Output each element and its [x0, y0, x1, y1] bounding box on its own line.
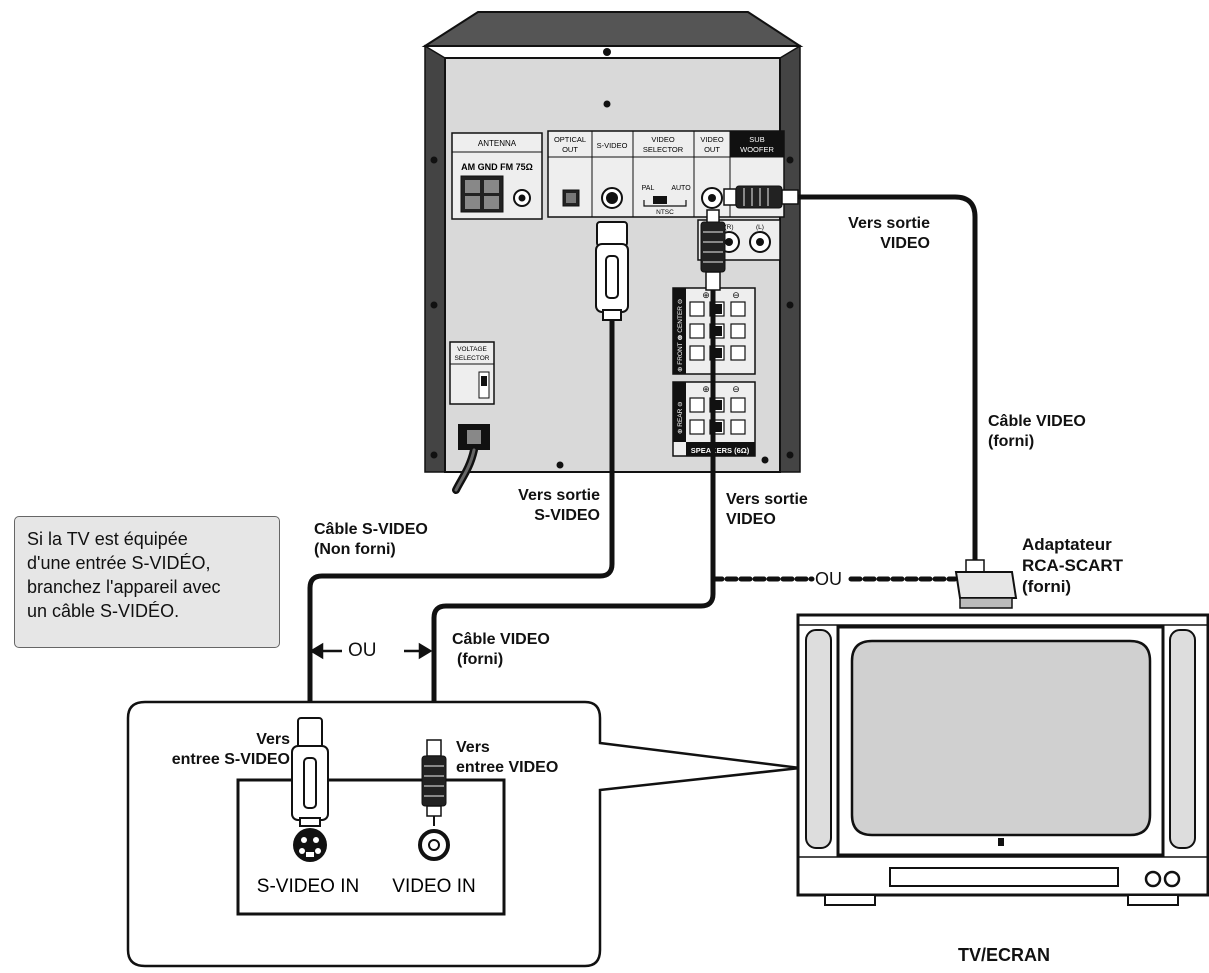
video-out-line1: VIDEO [700, 135, 724, 144]
label-cable-svideo: Câble S-VIDEO (Non forni) [314, 521, 428, 558]
channel-r-label: (R) [724, 224, 733, 231]
optical-out-line2: OUT [562, 145, 578, 154]
plugs [595, 185, 1018, 609]
antenna-title: ANTENNA [478, 139, 517, 148]
rear-label: ⊕ REAR ⊖ [677, 401, 684, 434]
video-out-line2: OUT [704, 145, 720, 154]
plus-symbol-top: ⊕ [702, 290, 710, 300]
tv-set [796, 613, 1209, 906]
label-vers-entree-svideo: Vers entree S-VIDEO [171, 731, 290, 768]
label-vers-sortie-svideo: Vers sortie S-VIDEO [518, 487, 600, 524]
selector-ntsc-label: NTSC [656, 209, 674, 216]
label-cable-video-mid: Câble VIDEO (forni) [452, 631, 550, 668]
cables [307, 194, 978, 743]
note-line-4: un câble S-VIDÉO. [27, 601, 180, 621]
power-cord [452, 424, 490, 494]
video-selector-line2: SELECTOR [643, 145, 684, 154]
video-selector-line1: VIDEO [651, 135, 675, 144]
optical-out-line1: OPTICAL [554, 135, 586, 144]
front-label: ⊕ FRONT ⊖ [677, 335, 684, 372]
note-line-1: Si la TV est équipée [27, 529, 188, 549]
selector-pal-label: PAL [642, 185, 655, 192]
plus-symbol-rear: ⊕ [702, 384, 710, 394]
s-video-in-label: S-VIDEO IN [257, 876, 359, 897]
rca-scart-adapter [954, 559, 1018, 609]
sub-woofer-line1: SUB [749, 135, 764, 144]
voltage-selector-line1: VOLTAGE [457, 346, 487, 353]
ou-arrows [309, 642, 433, 660]
label-ou-dashed: OU [815, 569, 842, 589]
label-vers-sortie-video-top: Vers sortie VIDEO [848, 215, 930, 252]
selector-auto-label: AUTO [671, 185, 691, 192]
label-vers-entree-video: Vers entree VIDEO [456, 739, 559, 776]
antenna-terminals-label: AM GND FM 75Ω [461, 162, 533, 172]
channel-l-label: (L) [756, 224, 764, 231]
minus-symbol-top: ⊖ [732, 290, 740, 300]
sub-woofer-line2: WOOFER [740, 145, 774, 154]
info-note: Si la TV est équipée d'une entrée S-VIDÉ… [14, 516, 280, 648]
voltage-selector-line2: SELECTOR [455, 355, 490, 362]
label-vers-sortie-video-mid: Vers sortie VIDEO [726, 491, 808, 528]
minus-symbol-rear: ⊖ [732, 384, 740, 394]
note-line-2: d'une entrée S-VIDÉO, [27, 553, 211, 573]
note-line-3: branchez l'appareil avec [27, 577, 221, 597]
label-adapter: Adaptateur RCA-SCART (forni) [1022, 535, 1124, 596]
center-label: ⊕ CENTER ⊖ [677, 298, 684, 340]
antenna-panel: ANTENNA AM GND FM 75Ω [451, 132, 543, 220]
voltage-selector: VOLTAGE SELECTOR [449, 341, 495, 405]
tv-input-callout: S-VIDEO IN VIDEO IN [126, 700, 801, 968]
s-video-port-label: S-VIDEO [597, 141, 628, 150]
label-ou-arrows: OU [348, 640, 377, 661]
video-in-label: VIDEO IN [392, 876, 475, 897]
label-tv-ecran: TV/ECRAN [958, 945, 1051, 965]
speakers-label: SPEAKERS (6Ω) [691, 446, 750, 455]
label-cable-video-right: Câble VIDEO (forni) [988, 413, 1086, 450]
